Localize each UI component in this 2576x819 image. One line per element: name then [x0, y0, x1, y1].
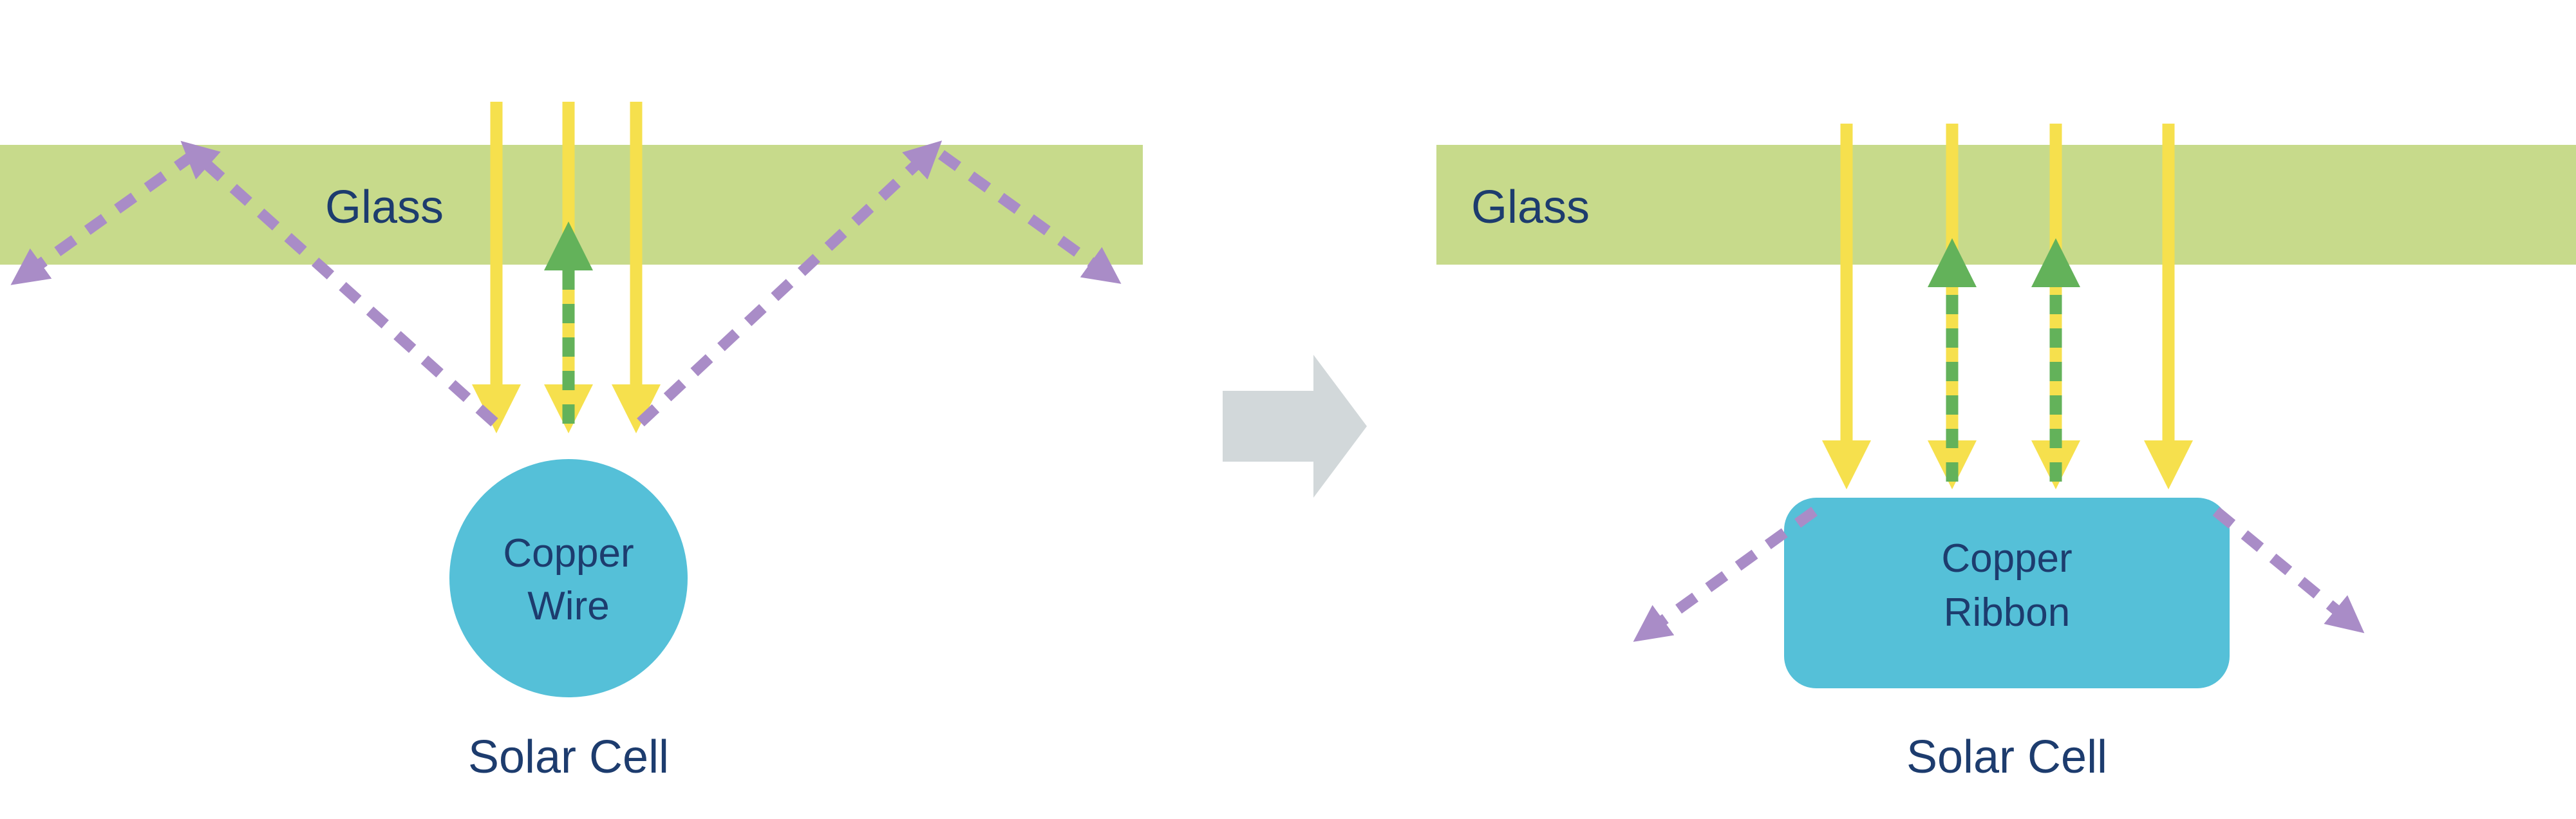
copper-ribbon-shape [1784, 498, 2230, 688]
scattered-ray-arrow [2212, 507, 2365, 634]
glass-label-right: Glass [1471, 182, 1590, 233]
scattered-ray-arrow [637, 140, 943, 427]
copper-wire-label-line2: Wire [527, 584, 609, 628]
copper-ribbon-label-line1: Copper [1941, 536, 2072, 581]
transition-arrow-icon [1223, 355, 1367, 498]
glass-layer-right [1436, 145, 2576, 265]
glass-label-left: Glass [325, 182, 444, 233]
solar-cell-label-left: Solar Cell [468, 731, 669, 783]
scattered-ray-arrow [180, 140, 498, 427]
copper-wire-label-line1: Copper [503, 531, 634, 576]
solar-cell-label-right: Solar Cell [1906, 731, 2107, 783]
copper-ribbon-label-line2: Ribbon [1944, 590, 2070, 635]
copper-wire-shape [449, 459, 688, 697]
